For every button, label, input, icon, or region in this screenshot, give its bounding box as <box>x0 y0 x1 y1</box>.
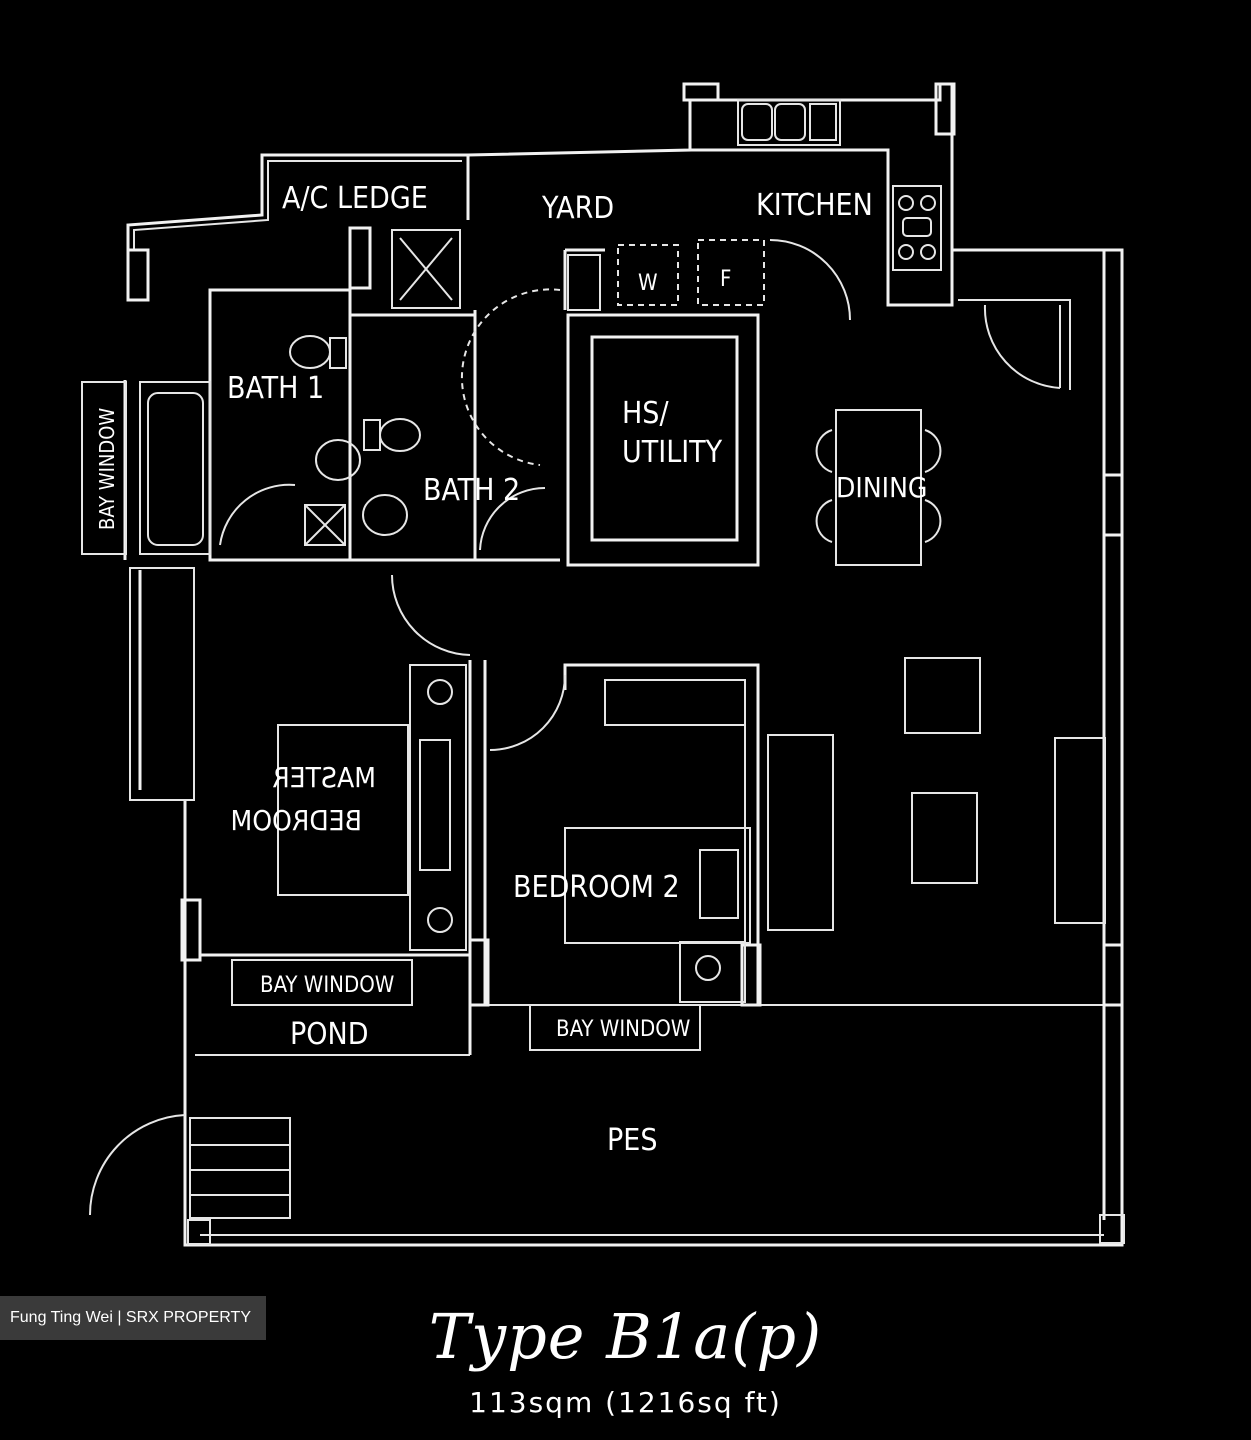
unit-type-title: Type B1a(p) <box>428 1300 823 1373</box>
floor-plan: A/C LEDGE YARD KITCHEN BATH 1 BATH 2 HS/… <box>81 82 1125 1247</box>
watermark: Fung Ting Wei | SRX PROPERTY <box>0 1296 266 1340</box>
label-bay-window-left: BAY WINDOW <box>95 408 119 530</box>
label-pond: POND <box>290 1017 369 1052</box>
label-pes: PES <box>607 1123 657 1158</box>
label-fridge: F <box>720 267 731 292</box>
label-bedroom-2: BEDROOM 2 <box>513 870 680 905</box>
label-yard: YARD <box>541 191 614 226</box>
fixtures <box>81 99 1125 1245</box>
label-washer: W <box>638 271 658 296</box>
doors <box>88 239 1061 1216</box>
label-dining: DINING <box>836 471 927 504</box>
outer-walls <box>123 84 1124 1247</box>
unit-area: 113sqm (1216sq ft) <box>469 1386 782 1419</box>
label-ac-ledge: A/C LEDGE <box>282 181 428 216</box>
label-kitchen: KITCHEN <box>756 188 873 223</box>
label-bay-window-bedroom-2: BAY WINDOW <box>556 1017 690 1042</box>
label-hs-utility-1: HS/ <box>622 396 669 431</box>
label-bath-2: BATH 2 <box>423 473 520 508</box>
label-master-bedroom-1: MASTER <box>272 761 376 794</box>
label-hs-utility-2: UTILITY <box>622 435 723 470</box>
label-master-bedroom-2: BEDROOM <box>231 804 362 837</box>
label-bay-window-master: BAY WINDOW <box>260 973 394 998</box>
room-labels: A/C LEDGE YARD KITCHEN BATH 1 BATH 2 HS/… <box>95 181 927 1158</box>
label-bath-1: BATH 1 <box>227 371 324 406</box>
